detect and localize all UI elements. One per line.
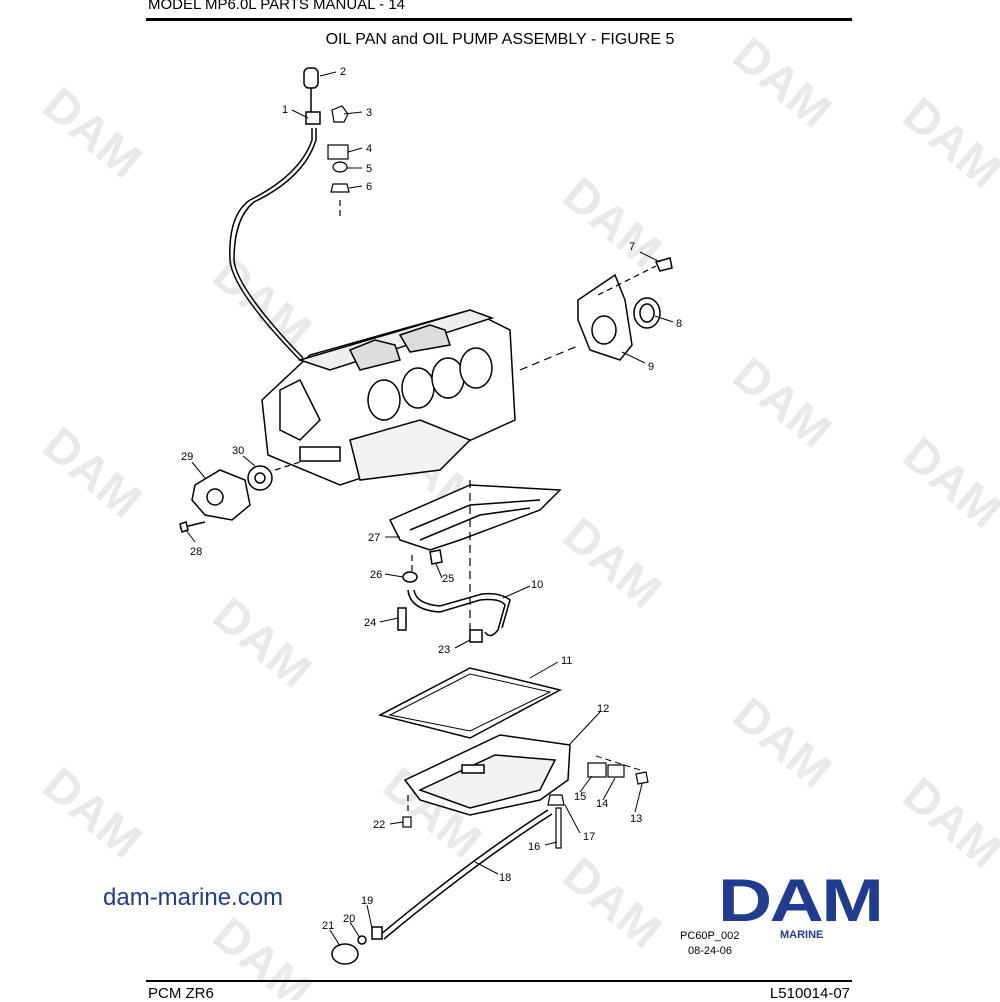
watermark-text: DAM [33,418,151,529]
figure-title: OIL PAN and OIL PUMP ASSEMBLY - FIGURE 5 [325,31,675,48]
watermark-text: DAM [553,848,671,959]
rear-cover [577,257,673,361]
callout-label: 21 [322,920,334,932]
brand-logo: DAM [718,867,884,934]
pickup-tube [397,549,511,643]
footer-model: PCM ZR6 [148,985,214,1002]
callout-label: 19 [361,895,373,907]
callout-label: 7 [629,241,635,253]
oil-level-sensor [587,762,649,785]
callout-label: 10 [531,579,543,591]
callout-label: 25 [442,573,454,585]
callout-label: 13 [630,813,642,825]
callout-label: 27 [368,532,380,544]
watermark-text: DAM [723,688,841,799]
bracket-stack [327,105,350,220]
callout-label: 16 [528,841,540,853]
callout-label: 15 [574,791,586,803]
callout-label: 18 [499,872,511,884]
callout-label: 23 [438,644,450,656]
callout-label: 8 [676,318,682,330]
watermark-text: DAM [723,348,841,459]
website-link[interactable]: dam-marine.com [103,884,284,911]
callout-label: 3 [366,107,372,119]
gasket-inner-edge [388,673,552,732]
callout-label: 2 [340,66,346,78]
callout-label: 6 [366,181,372,193]
callout-label: 17 [583,831,595,843]
footer-doc-number: L510014-07 [769,985,850,1002]
watermark-text: DAM [893,88,1000,199]
oil-pan [403,734,571,816]
callout-label: 9 [648,361,654,373]
header-rule [146,18,852,21]
callout-label: 4 [366,143,372,155]
watermark-text: DAM [203,588,321,699]
watermark-text: DAM [893,428,1000,539]
dipstick-tube [229,67,321,361]
oil-drain-hose [331,809,553,965]
callout-label: 30 [232,445,244,457]
callout-label: 5 [366,163,372,175]
callout-label: 1 [282,104,288,116]
callout-labels: 1 2 3 4 5 6 7 8 9 10 11 12 13 14 15 16 1… [181,66,682,932]
callout-label: 26 [370,569,382,581]
callout-label: 11 [561,655,572,667]
callout-label: 22 [373,819,385,831]
footer-rule [146,980,852,982]
drawing-code: PC60P_002 [680,930,740,942]
watermark-text: DAM [33,78,151,189]
callout-label: 20 [343,913,355,925]
watermark-text: DAM [893,768,1000,879]
watermark-text: DAM [553,508,671,619]
oil-pump [179,465,273,533]
callout-label: 24 [364,617,376,629]
engine-block [261,309,516,486]
leader-lines [185,71,674,947]
callout-label: 14 [596,798,608,810]
watermark-text: DAM [553,168,671,279]
callout-label: 12 [597,703,609,715]
watermark-text: DAM [33,758,151,869]
watermark-text: DAM [203,248,321,359]
watermark-text: DAM [203,908,321,1000]
pan-bolts [402,794,565,849]
brand-logo-subtitle: MARINE [780,929,824,941]
callout-label: 28 [190,546,202,558]
oil-baffle [388,484,562,551]
drawing-date: 08-24-06 [688,945,733,957]
callout-label: 29 [181,451,193,463]
manual-title: MODEL MP6.0L PARTS MANUAL - 14 [148,0,406,13]
oil-pan-gasket [377,667,563,739]
